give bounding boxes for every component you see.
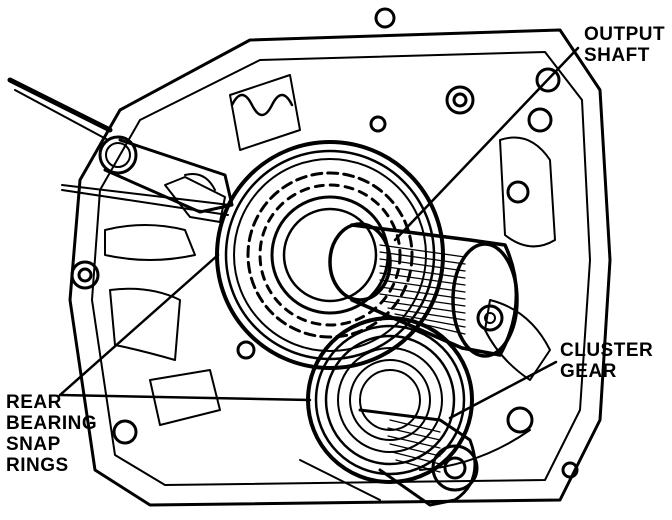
transmission-case <box>68 28 612 507</box>
label-output-shaft: OUTPUT SHAFT <box>584 24 666 66</box>
label-cluster-gear: CLUSTER GEAR <box>560 340 654 382</box>
leader-lines <box>58 46 580 420</box>
cluster-gear <box>306 316 479 507</box>
leader-output-shaft <box>393 46 580 242</box>
case-bolt-holes <box>70 7 579 479</box>
leader-cluster-gear <box>448 360 558 420</box>
output-shaft <box>328 222 519 358</box>
snap-ring-pliers <box>7 77 234 223</box>
leader-rear-ring-1 <box>58 253 220 397</box>
leader-rear-ring-2 <box>58 393 312 402</box>
label-rear-bearing-snap-rings: REAR BEARING SNAP RINGS <box>6 392 98 476</box>
